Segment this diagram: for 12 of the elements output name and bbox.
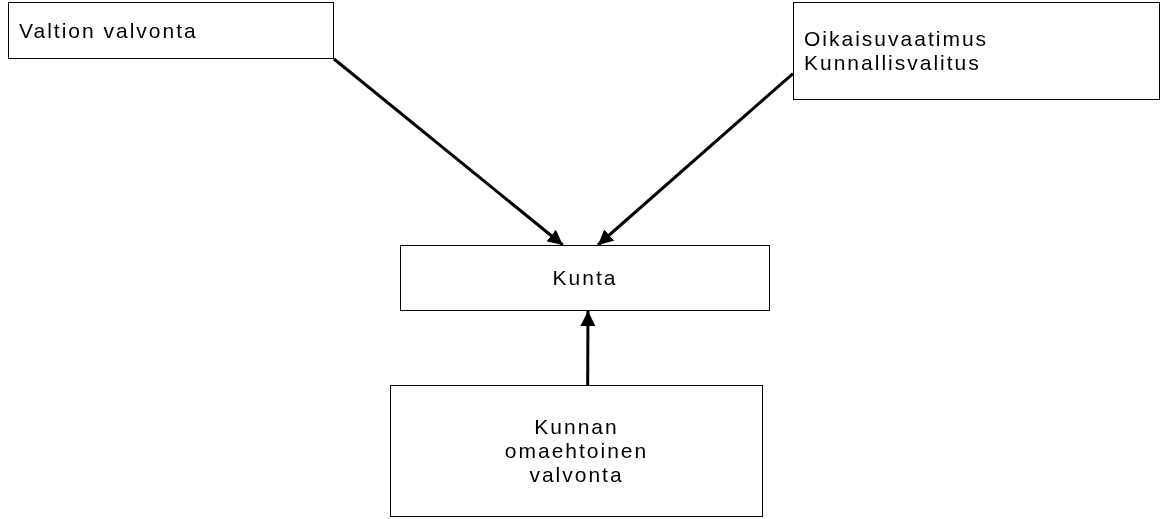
box-label: Kunnan omaehtoinen valvonta: [503, 415, 650, 487]
arrow: [596, 72, 794, 247]
text-box: [400, 245, 770, 311]
box-label: Kunta: [552, 266, 618, 290]
text-box: [8, 2, 334, 59]
text-box: [793, 2, 1160, 100]
text-box: [390, 385, 763, 517]
box-label: Oikaisuvaatimus: [804, 27, 989, 51]
arrow: [580, 311, 596, 385]
box-label: Valtion valvonta: [19, 18, 198, 43]
box-label: Kunnallisvalitus: [804, 51, 981, 75]
arrow: [333, 57, 564, 247]
